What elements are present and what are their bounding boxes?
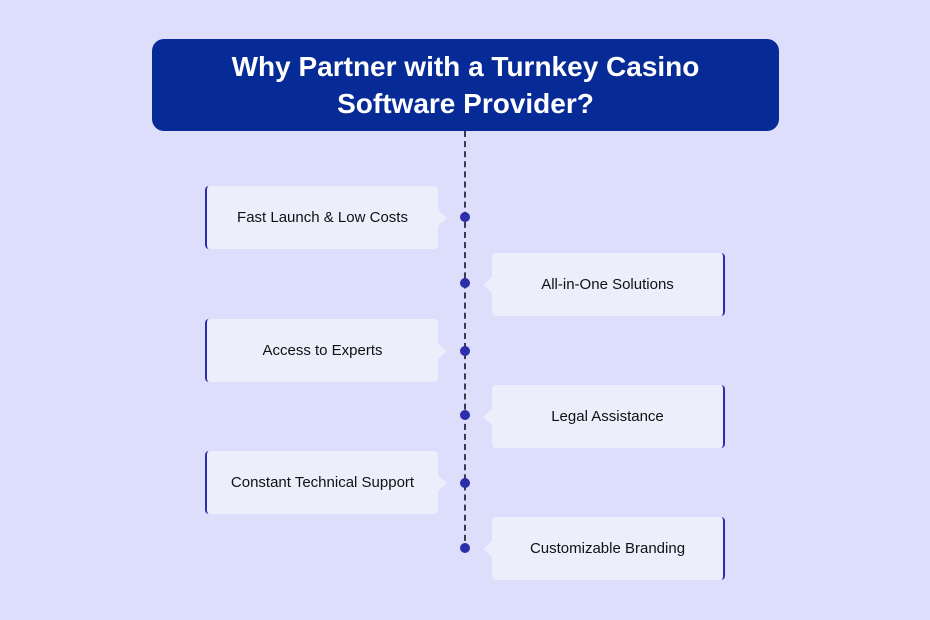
benefit-label: Legal Assistance <box>551 408 664 425</box>
title-banner: Why Partner with a Turnkey Casino Softwa… <box>152 39 779 131</box>
benefit-card-support: Constant Technical Support <box>205 451 447 514</box>
benefit-label: Access to Experts <box>262 342 383 359</box>
benefit-card-legal: Legal Assistance <box>483 385 725 448</box>
benefit-label: Customizable Branding <box>529 540 686 557</box>
timeline-dot <box>460 346 470 356</box>
timeline-dot <box>460 543 470 553</box>
timeline-dot <box>460 212 470 222</box>
timeline-line <box>464 131 466 551</box>
benefit-card-fast-launch: Fast Launch & Low Costs <box>205 186 447 249</box>
benefit-card-experts: Access to Experts <box>205 319 447 382</box>
benefit-label: Fast Launch & Low Costs <box>237 209 408 226</box>
timeline-dot <box>460 410 470 420</box>
benefit-label: Constant Technical Support <box>230 474 415 491</box>
timeline-dot <box>460 478 470 488</box>
benefit-card-branding: Customizable Branding <box>483 517 725 580</box>
benefit-card-all-in-one: All-in-One Solutions <box>483 253 725 316</box>
diagram-title: Why Partner with a Turnkey Casino Softwa… <box>231 51 700 119</box>
timeline-dot <box>460 278 470 288</box>
benefit-label: All-in-One Solutions <box>541 276 674 293</box>
